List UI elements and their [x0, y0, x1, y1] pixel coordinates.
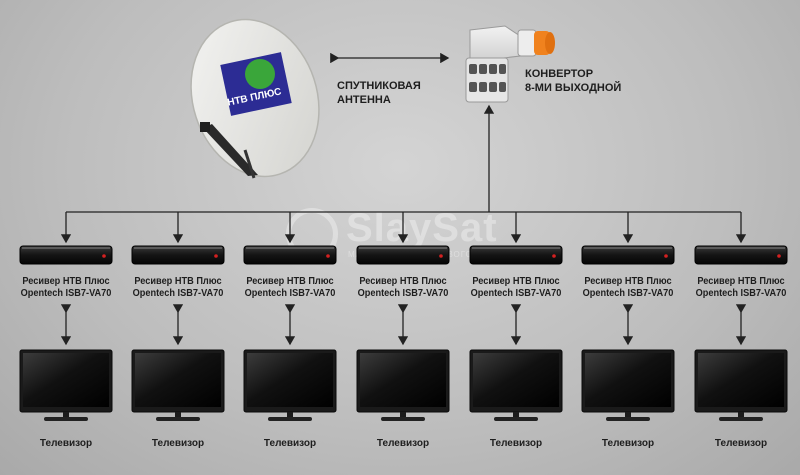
tv-label: Телевизор	[489, 438, 543, 449]
receiver-led-icon	[102, 254, 106, 258]
tv-label: Телевизор	[601, 438, 655, 449]
tv-set	[356, 349, 450, 421]
receiver-label-line1: Ресивер НТВ Плюс	[472, 276, 560, 287]
receiver-box	[243, 245, 337, 265]
tv-set	[131, 349, 225, 421]
converter-label-line2: 8-МИ ВЫХОДНОЙ	[525, 82, 622, 94]
receiver-label-line1: Ресивер НТВ Плюс	[359, 276, 447, 287]
receiver-box	[19, 245, 113, 265]
tv-set	[694, 349, 788, 421]
receiver-box	[694, 245, 788, 265]
tv-set	[469, 349, 563, 421]
receiver-label-line2: Opentech ISB7-VA70	[244, 288, 336, 299]
receiver-led-icon	[777, 254, 781, 258]
receiver-led-icon	[439, 254, 443, 258]
receiver-led-icon	[326, 254, 330, 258]
tv-label: Телевизор	[39, 438, 93, 449]
receiver-led-icon	[214, 254, 218, 258]
satellite-dish: НТВ ПЛЮС	[190, 18, 320, 179]
tv-set	[19, 349, 113, 421]
converter-label-line1: КОНВЕРТОР	[525, 68, 594, 80]
watermark-name: SlaySat	[346, 206, 498, 250]
receiver-label-line1: Ресивер НТВ Плюс	[22, 276, 110, 287]
receiver-box	[581, 245, 675, 265]
receiver-led-icon	[664, 254, 668, 258]
receiver-label-line2: Opentech ISB7-VA70	[582, 288, 674, 299]
tv-set	[243, 349, 337, 421]
receiver-led-icon	[552, 254, 556, 258]
receiver-label-line1: Ресивер НТВ Плюс	[697, 276, 785, 287]
receiver-label-line1: Ресивер НТВ Плюс	[246, 276, 334, 287]
tv-label: Телевизор	[714, 438, 768, 449]
receiver-label-line1: Ресивер НТВ Плюс	[134, 276, 222, 287]
antenna-label-line2: АНТЕННА	[337, 94, 391, 106]
ntv-logo-globe-icon	[245, 59, 275, 89]
antenna-label-line1: СПУТНИКОВАЯ	[337, 80, 421, 92]
tv-set	[581, 349, 675, 421]
receiver-label-line1: Ресивер НТВ Плюс	[584, 276, 672, 287]
tv-label: Телевизор	[151, 438, 205, 449]
receiver-box	[131, 245, 225, 265]
lnb-converter	[465, 25, 555, 103]
tv-label: Телевизор	[263, 438, 317, 449]
receiver-label-line2: Opentech ISB7-VA70	[695, 288, 787, 299]
receiver-label-line2: Opentech ISB7-VA70	[132, 288, 224, 299]
receiver-label-line2: Opentech ISB7-VA70	[357, 288, 449, 299]
receiver-box	[356, 245, 450, 265]
receiver-label-line2: Opentech ISB7-VA70	[20, 288, 112, 299]
antenna-label: СПУТНИКОВАЯ АНТЕННА	[337, 79, 421, 107]
receiver-box	[469, 245, 563, 265]
converter-label: КОНВЕРТОР 8-МИ ВЫХОДНОЙ	[525, 67, 621, 95]
tv-label: Телевизор	[376, 438, 430, 449]
receiver-label-line2: Opentech ISB7-VA70	[470, 288, 562, 299]
